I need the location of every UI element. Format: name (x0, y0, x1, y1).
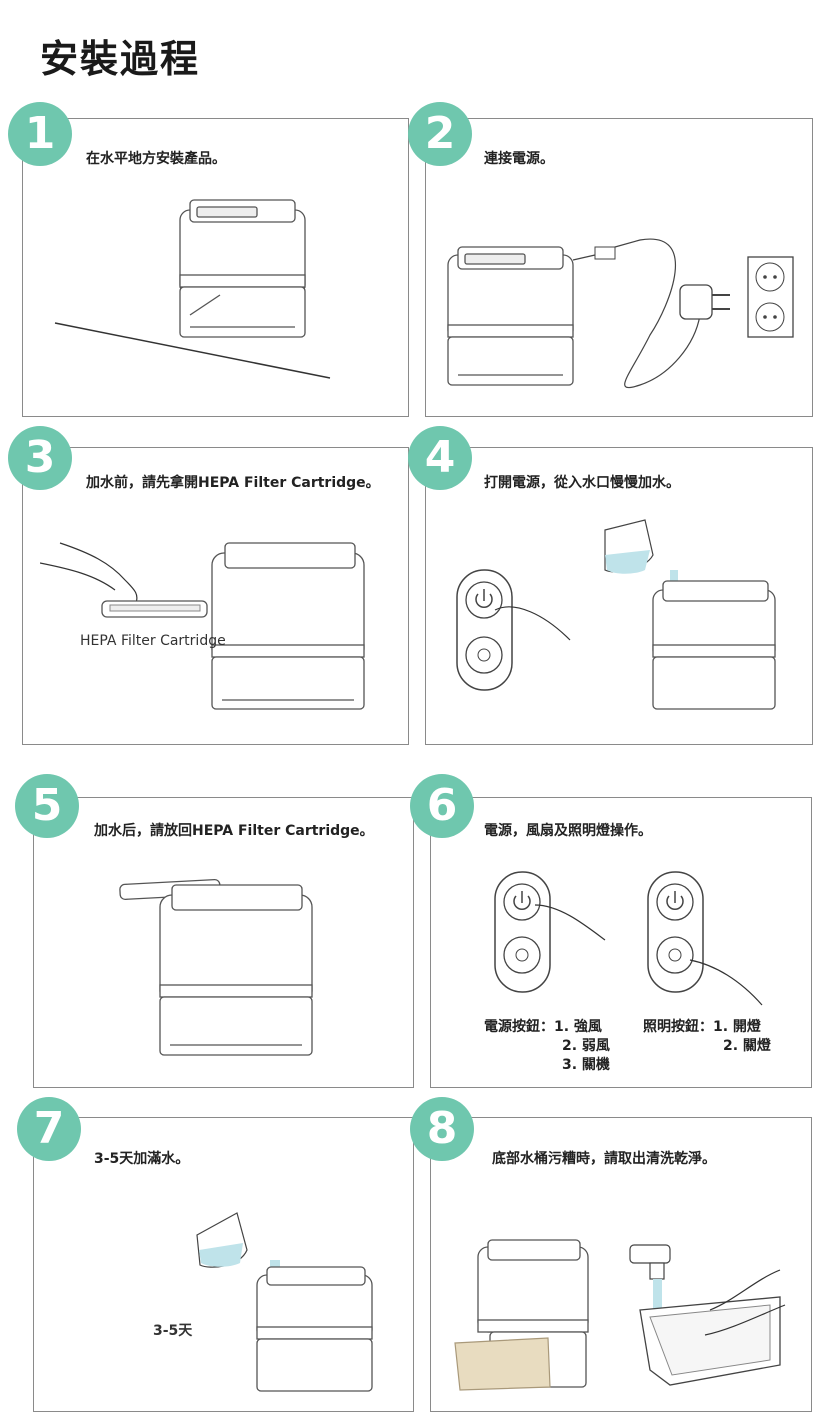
power-option-3: 3. 關機 (562, 1057, 610, 1073)
step-7-caption: 3-5天加滿水。 (94, 1151, 190, 1167)
step-1-badge: 1 (8, 102, 72, 166)
step-4-caption: 打開電源，從入水口慢慢加水。 (484, 475, 680, 491)
step-1-illustration (54, 199, 331, 379)
step-3-caption: 加水前，請先拿開HEPA Filter Cartridge。 (86, 475, 380, 491)
step-7-badge: 7 (17, 1097, 81, 1161)
step-6-badge: 6 (410, 774, 474, 838)
step-8-badge: 8 (410, 1097, 474, 1161)
step-8-caption: 底部水桶污糟時，請取出清洗乾淨。 (492, 1151, 716, 1167)
step-7-illustration (196, 1212, 373, 1392)
step-3-label: HEPA Filter Cartridge (80, 633, 226, 649)
step-2-illustration (447, 238, 794, 389)
step-5-illustration (119, 878, 313, 1056)
step-6-caption: 電源，風扇及照明燈操作。 (484, 823, 652, 839)
step-4-illustration (456, 519, 776, 710)
power-button-list: 電源按鈕： 1. 強風 2. 弱風 3. 關機 (484, 1018, 610, 1075)
light-button-label: 照明按鈕： (643, 1019, 713, 1035)
step-3-badge: 3 (8, 426, 72, 490)
light-option-2: 2. 關燈 (723, 1038, 771, 1054)
step-3-illustration (40, 542, 365, 710)
step-4-badge: 4 (408, 426, 472, 490)
step-5-badge: 5 (15, 774, 79, 838)
step-2-caption: 連接電源。 (484, 151, 554, 167)
power-option-1: 1. 強風 (554, 1019, 602, 1035)
light-option-1: 1. 開燈 (713, 1019, 761, 1035)
step-2-badge: 2 (408, 102, 472, 166)
step-7-label: 3-5天 (153, 1323, 193, 1339)
step-8-illustration (454, 1239, 786, 1391)
step-6-panel (430, 797, 812, 1088)
light-button-list: 照明按鈕： 1. 開燈 2. 關燈 (643, 1018, 771, 1056)
power-button-label: 電源按鈕： (484, 1019, 554, 1035)
page-title: 安裝過程 (40, 37, 201, 81)
step-6-illustration (494, 871, 763, 1006)
step-1-caption: 在水平地方安裝產品。 (86, 151, 226, 167)
power-option-2: 2. 弱風 (562, 1038, 610, 1054)
step-5-caption: 加水后，請放回HEPA Filter Cartridge。 (94, 823, 374, 839)
